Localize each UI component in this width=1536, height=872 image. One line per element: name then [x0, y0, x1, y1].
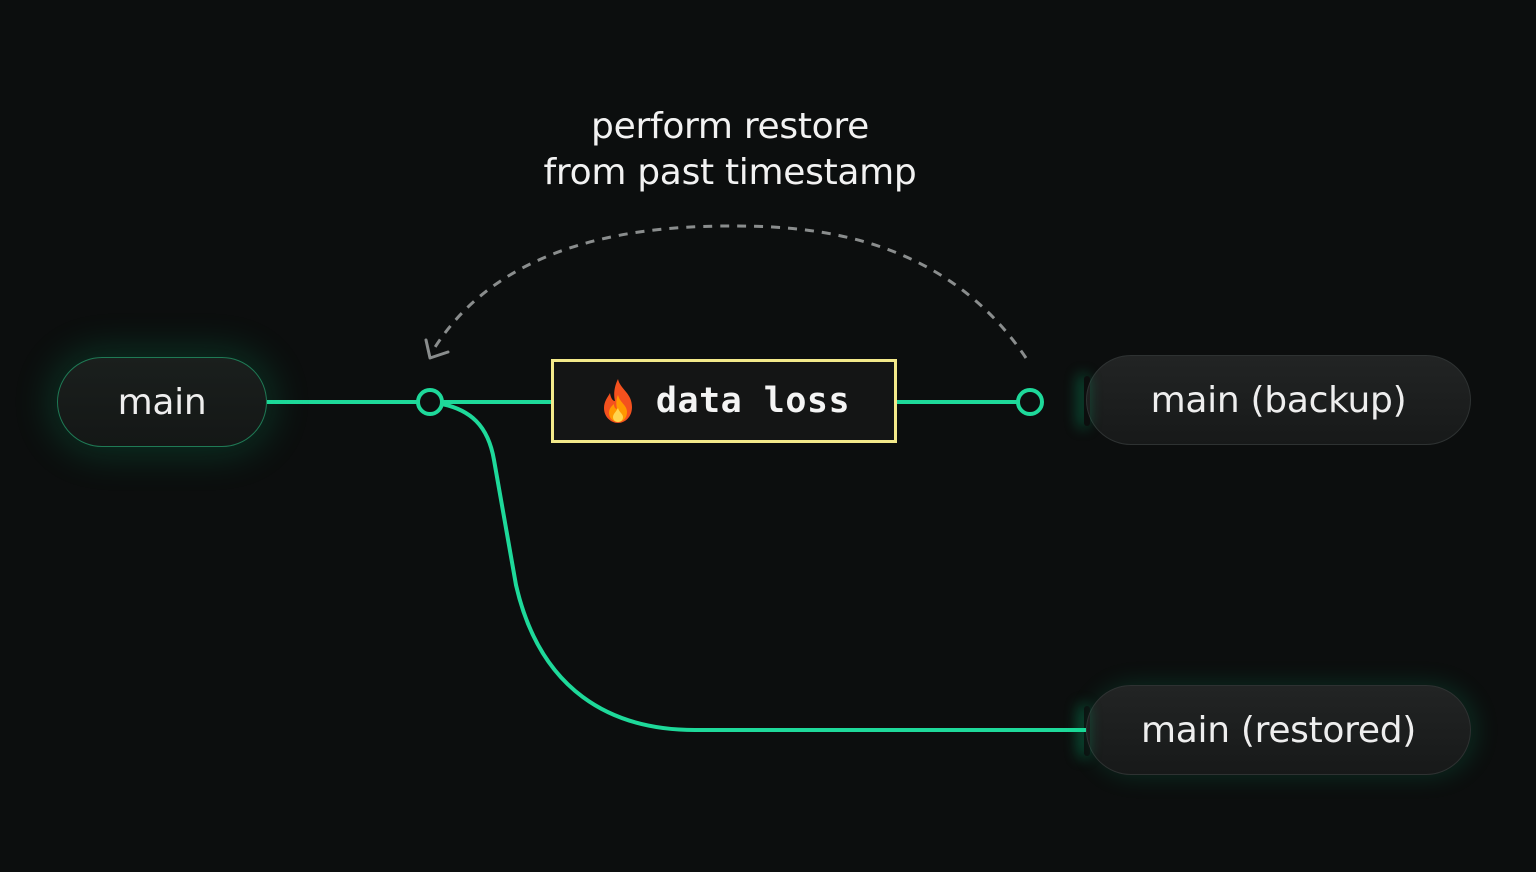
data-loss-event: data loss: [551, 359, 897, 443]
branch-backup-label: main (backup): [1150, 379, 1407, 421]
restore-caption-line2: from past timestamp: [543, 152, 917, 193]
branch-main-label: main: [117, 381, 207, 423]
branch-restored-label: main (restored): [1140, 709, 1417, 751]
restore-arrow: [430, 224, 1028, 359]
branch-main[interactable]: main: [57, 357, 267, 447]
restore-arrowhead: [424, 338, 450, 360]
backup-point-node: [1016, 388, 1044, 416]
restored-branch-line: [441, 402, 1086, 732]
data-loss-label: data loss: [655, 381, 851, 421]
restore-caption-line1: perform restore: [591, 106, 869, 147]
branch-main-backup[interactable]: main (backup): [1086, 355, 1471, 445]
restore-caption: perform restore from past timestamp: [430, 104, 1030, 196]
branch-main-restored[interactable]: main (restored): [1086, 685, 1471, 775]
restore-point-node: [416, 388, 444, 416]
fire-icon: [603, 379, 632, 423]
